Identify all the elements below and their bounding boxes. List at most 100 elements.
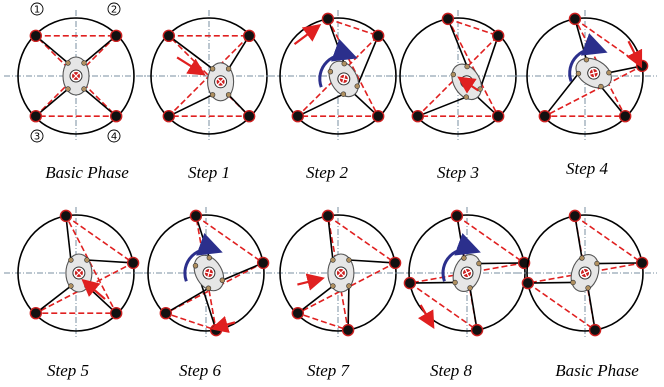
joint [594, 260, 600, 267]
rotation-arrow [183, 233, 223, 282]
motion-arrow [626, 40, 643, 69]
leg [356, 35, 379, 87]
center-cross [72, 72, 80, 80]
foot [291, 109, 305, 123]
joint [583, 56, 590, 63]
joint [463, 94, 469, 100]
robot-body [570, 254, 600, 292]
leg [35, 35, 69, 64]
center-cross [462, 268, 472, 278]
joint [81, 86, 87, 92]
joint [354, 83, 360, 89]
svg-text:4: 4 [111, 132, 117, 143]
joint [341, 60, 347, 67]
joint [575, 70, 582, 77]
center-cross [337, 269, 345, 277]
joint [225, 66, 232, 72]
center-cross [217, 78, 225, 86]
foot [568, 12, 582, 26]
caption-basic-phase-top: Basic Phase [45, 163, 129, 182]
leg [297, 93, 344, 117]
foot [568, 209, 582, 223]
leg [83, 88, 117, 117]
panel-step-2 [266, 10, 410, 142]
leg [327, 215, 334, 261]
panel-basic-phase-top [4, 10, 148, 142]
caption-step-8: Step 8 [430, 361, 473, 380]
foot [256, 256, 270, 270]
leg [574, 215, 583, 259]
foot [321, 12, 335, 26]
foot [470, 323, 484, 337]
panel-step-1 [137, 10, 281, 142]
foot [159, 306, 173, 320]
foot [521, 276, 535, 290]
rotation-arrow [441, 233, 481, 282]
caption-step-4: Step 4 [566, 159, 609, 178]
workspace-circle [526, 17, 644, 135]
joint [68, 257, 74, 263]
foot [109, 29, 123, 43]
rotation-arrow [568, 33, 608, 82]
leg [479, 35, 499, 90]
joint [327, 68, 334, 75]
leg [168, 94, 213, 117]
caption-step-5: Step 5 [47, 361, 89, 380]
motion-arrow [81, 278, 106, 300]
motion-arrow [210, 316, 236, 333]
leg [587, 287, 596, 331]
joint [450, 71, 456, 78]
rotation-arrow [318, 38, 358, 88]
leg [469, 287, 478, 331]
workspace-circle [17, 17, 135, 135]
robot-body [192, 254, 226, 292]
center-cross [580, 268, 590, 278]
leg [527, 281, 574, 284]
joint [209, 92, 216, 98]
panel-step-3 [386, 10, 530, 142]
robot-body [65, 253, 93, 293]
foot [59, 209, 73, 223]
joint [84, 257, 90, 263]
foot [109, 109, 123, 123]
foot [538, 109, 552, 123]
leg [544, 73, 580, 117]
joint [452, 279, 458, 286]
panel-basic-phase-bottom [513, 207, 657, 339]
foot [441, 12, 455, 26]
leg [409, 281, 456, 284]
foot [341, 323, 355, 337]
foot [388, 256, 402, 270]
foot [588, 323, 602, 337]
foot [371, 29, 385, 43]
leg [596, 262, 643, 265]
joint [346, 257, 352, 263]
panel-step-6 [134, 207, 278, 339]
joint [330, 257, 336, 263]
joint [219, 277, 226, 283]
joint [461, 255, 467, 261]
workspace-circle [279, 17, 397, 135]
motion-arrow [457, 76, 479, 94]
joint [585, 285, 591, 291]
joint [65, 60, 71, 66]
center-cross [589, 68, 598, 78]
foot [411, 109, 425, 123]
joint [464, 63, 470, 70]
foot [635, 256, 649, 270]
motion-arrow [297, 273, 325, 291]
joint [340, 91, 347, 97]
leg [65, 215, 72, 261]
panel-step-7 [266, 207, 410, 339]
svg-text:2: 2 [111, 5, 117, 16]
caption-step-3: Step 3 [437, 163, 479, 182]
center-cross [339, 74, 349, 84]
caption-basic-phase-bottom: Basic Phase [555, 361, 639, 380]
workspace-circle [147, 214, 265, 332]
robot-body [327, 253, 355, 293]
workspace-circle [526, 214, 644, 332]
joint [330, 283, 336, 289]
joint [209, 66, 216, 72]
center-cross [204, 268, 214, 278]
